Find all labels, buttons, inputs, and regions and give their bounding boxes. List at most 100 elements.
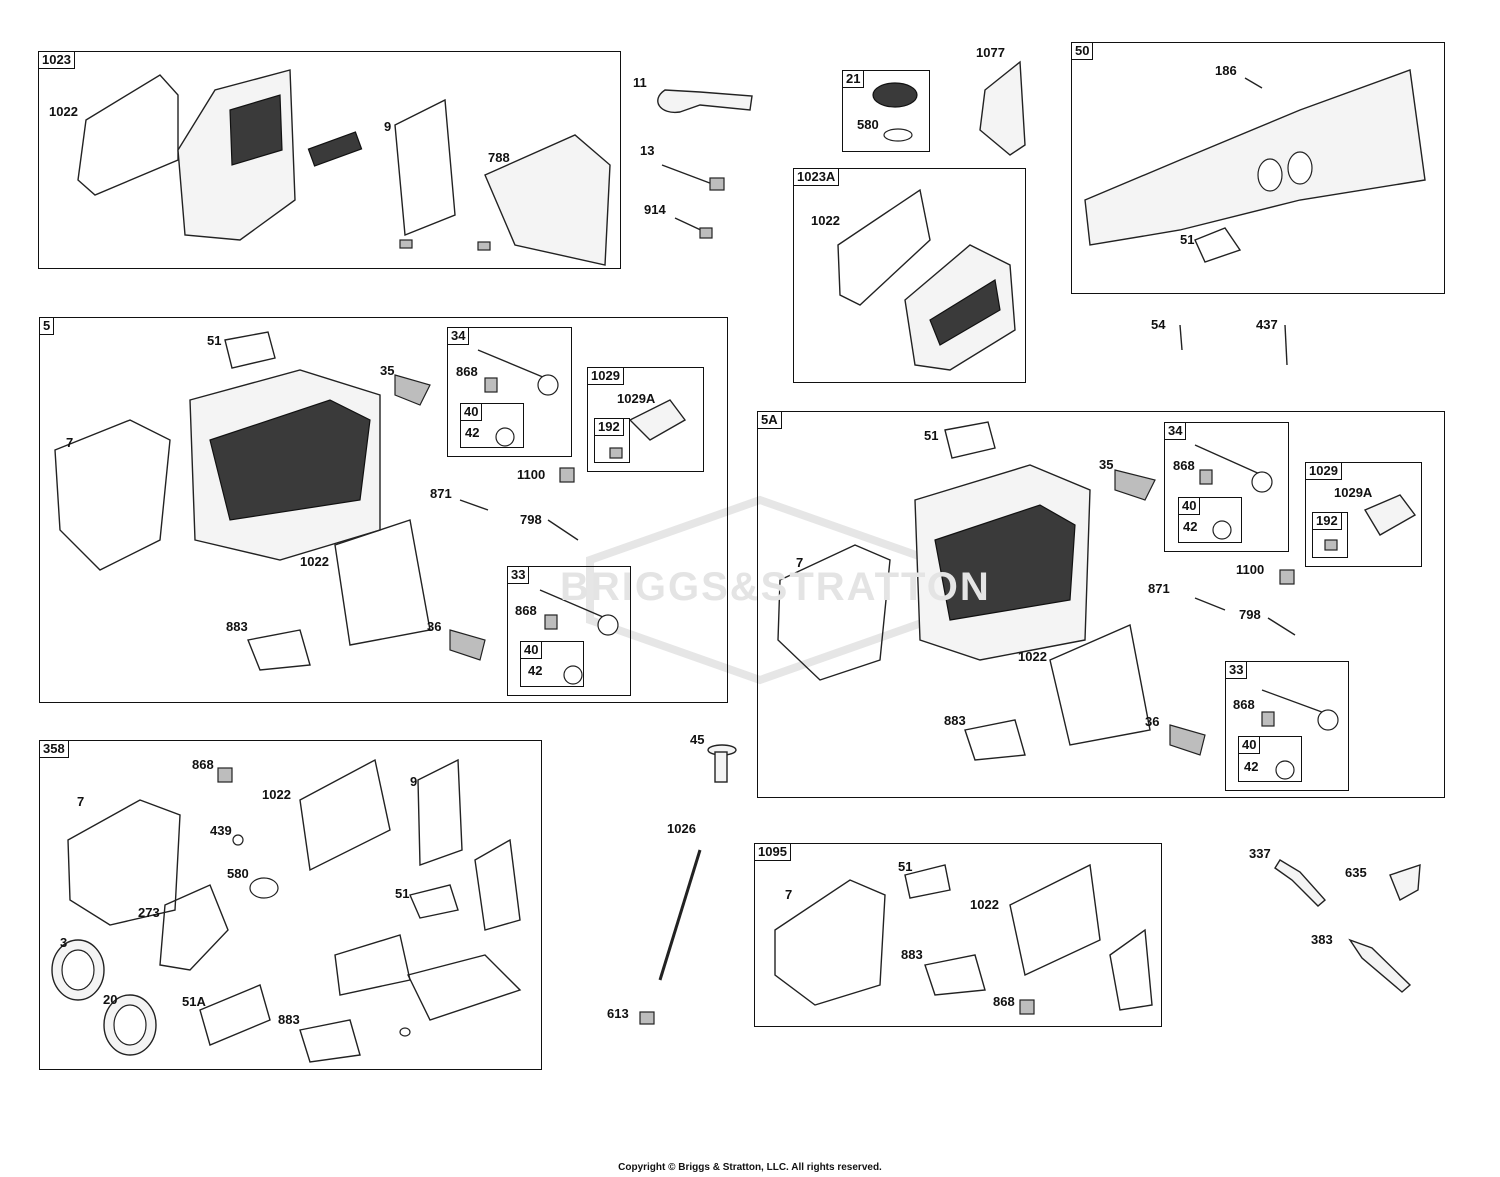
label-868: 868 bbox=[1173, 458, 1195, 473]
group-tag-21: 21 bbox=[842, 70, 865, 88]
label-13: 13 bbox=[640, 143, 655, 158]
rocker-cover-1023-art bbox=[77, 69, 611, 266]
label-788: 788 bbox=[488, 150, 510, 165]
group-box-1029a: 1029 bbox=[1305, 462, 1422, 567]
label-883: 883 bbox=[278, 1012, 300, 1027]
bolts-54-437-art bbox=[1179, 324, 1288, 366]
label-1022: 1022 bbox=[300, 554, 329, 569]
label-883: 883 bbox=[944, 713, 966, 728]
copyright-notice: Copyright © Briggs & Stratton, LLC. All … bbox=[618, 1162, 882, 1173]
group-tag-40: 40 bbox=[460, 403, 483, 421]
label-9: 9 bbox=[384, 119, 392, 134]
group-box-40c: 40 bbox=[1178, 497, 1242, 543]
group-box-33a: 33 bbox=[1225, 661, 1349, 791]
group-tag-40b: 40 bbox=[520, 641, 543, 659]
gasket-set-358-art bbox=[51, 758, 522, 1063]
group-box-40: 40 bbox=[460, 403, 524, 448]
group-tag-192: 192 bbox=[594, 418, 624, 436]
label-186: 186 bbox=[1215, 63, 1237, 78]
group-box-358: 358 bbox=[39, 740, 542, 1070]
intake-manifold-50-art bbox=[1084, 69, 1426, 263]
group-tag-40d: 40 bbox=[1238, 736, 1261, 754]
label-42: 42 bbox=[1244, 759, 1259, 774]
label-36: 36 bbox=[1145, 714, 1160, 729]
label-798: 798 bbox=[520, 512, 542, 527]
label-51: 51 bbox=[1180, 232, 1195, 247]
label-1022: 1022 bbox=[262, 787, 291, 802]
label-337: 337 bbox=[1249, 846, 1271, 861]
group-tag-40c: 40 bbox=[1178, 497, 1201, 515]
label-439: 439 bbox=[210, 823, 232, 838]
label-883: 883 bbox=[901, 947, 923, 962]
gasket-set-1095-art bbox=[774, 863, 1153, 1015]
group-tag-34a: 34 bbox=[1164, 422, 1187, 440]
group-box-192a: 192 bbox=[1312, 512, 1348, 558]
label-1100: 1100 bbox=[517, 467, 546, 482]
bracket-1077-art bbox=[979, 60, 1026, 156]
label-54: 54 bbox=[1151, 317, 1166, 332]
group-tag-5a: 5A bbox=[757, 411, 782, 429]
label-51: 51 bbox=[924, 428, 939, 443]
spark-plug-337-635-383-art bbox=[1274, 859, 1421, 993]
label-613: 613 bbox=[607, 1006, 629, 1021]
label-7: 7 bbox=[796, 555, 804, 570]
watermark-text: BRIGGS&STRATTON bbox=[560, 565, 991, 609]
group-box-5a: 5A bbox=[757, 411, 1445, 798]
label-580: 580 bbox=[227, 866, 249, 881]
label-9: 9 bbox=[410, 774, 418, 789]
label-868: 868 bbox=[1233, 697, 1255, 712]
label-1029A: 1029A bbox=[1334, 485, 1373, 500]
cylinder-head-5a-art bbox=[777, 421, 1417, 780]
group-box-33: 33 bbox=[507, 566, 631, 696]
breather-tube-11-art bbox=[657, 89, 753, 239]
label-11: 11 bbox=[633, 75, 647, 90]
group-box-1023a: 1023A bbox=[793, 168, 1026, 383]
label-36: 36 bbox=[427, 619, 442, 634]
group-tag-5: 5 bbox=[39, 317, 55, 335]
label-20: 20 bbox=[103, 992, 118, 1007]
group-box-34: 34 bbox=[447, 327, 572, 457]
label-1022: 1022 bbox=[49, 104, 78, 119]
label-51: 51 bbox=[395, 886, 410, 901]
group-tag-1095: 1095 bbox=[754, 843, 791, 861]
label-868: 868 bbox=[515, 603, 537, 618]
label-868: 868 bbox=[456, 364, 478, 379]
group-tag-1029a: 1029 bbox=[1305, 462, 1342, 480]
group-box-34a: 34 bbox=[1164, 422, 1289, 552]
cylinder-head-5-art bbox=[54, 331, 687, 685]
label-42: 42 bbox=[528, 663, 543, 678]
group-tag-1023a: 1023A bbox=[793, 168, 840, 186]
group-tag-1023: 1023 bbox=[38, 51, 75, 69]
label-1026: 1026 bbox=[667, 821, 696, 836]
label-1022: 1022 bbox=[970, 897, 999, 912]
label-1022: 1022 bbox=[811, 213, 840, 228]
label-883: 883 bbox=[226, 619, 248, 634]
group-tag-192a: 192 bbox=[1312, 512, 1342, 530]
label-42: 42 bbox=[465, 425, 480, 440]
group-box-1029: 1029 bbox=[587, 367, 704, 472]
label-35: 35 bbox=[1099, 457, 1114, 472]
pushrod-45-1026-613-art bbox=[639, 744, 737, 1025]
label-1029A: 1029A bbox=[617, 391, 656, 406]
label-635: 635 bbox=[1345, 865, 1367, 880]
label-868: 868 bbox=[993, 994, 1015, 1009]
group-box-21: 21 bbox=[842, 70, 930, 152]
group-tag-50: 50 bbox=[1071, 42, 1094, 60]
group-tag-1029: 1029 bbox=[587, 367, 624, 385]
group-tag-33a: 33 bbox=[1225, 661, 1248, 679]
oil-cap-21-art bbox=[872, 82, 918, 142]
label-871: 871 bbox=[1148, 581, 1170, 596]
label-437: 437 bbox=[1256, 317, 1278, 332]
label-868: 868 bbox=[192, 757, 214, 772]
label-51: 51 bbox=[898, 859, 913, 874]
label-51A: 51A bbox=[182, 994, 206, 1009]
group-tag-33: 33 bbox=[507, 566, 530, 584]
label-1100: 1100 bbox=[1236, 562, 1265, 577]
group-box-192: 192 bbox=[594, 418, 630, 463]
label-383: 383 bbox=[1311, 932, 1333, 947]
label-7: 7 bbox=[77, 794, 85, 809]
label-51: 51 bbox=[207, 333, 222, 348]
label-3: 3 bbox=[60, 935, 68, 950]
label-7: 7 bbox=[785, 887, 793, 902]
